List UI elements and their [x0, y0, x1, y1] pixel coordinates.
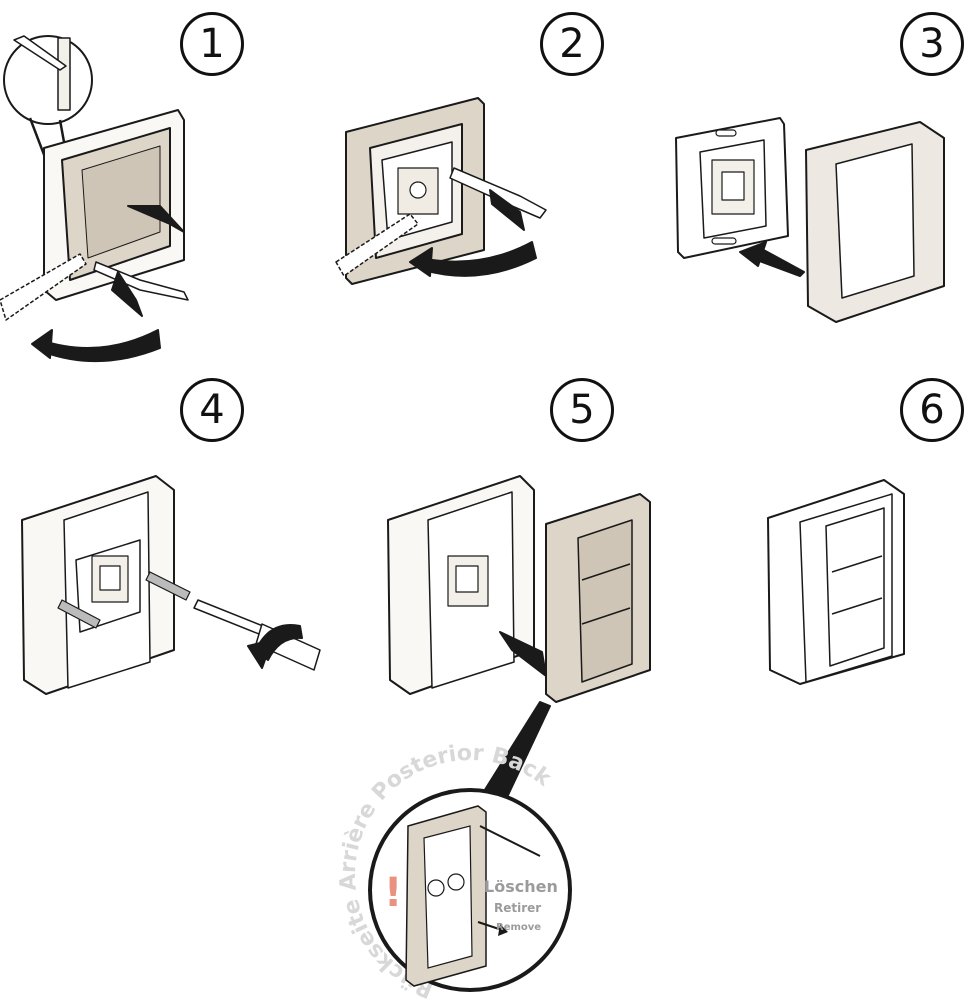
step-5-badge: 5 [550, 378, 614, 442]
screwdriver-icon [335, 213, 419, 277]
step-4-illustration [21, 475, 321, 695]
screwdriver-tip-icon [13, 35, 67, 71]
step-6-badge: 6 [900, 378, 964, 442]
screw-icon [145, 571, 191, 601]
push-arrow-icon [127, 205, 185, 233]
step-3-number: 3 [919, 21, 945, 67]
label-remove: Remove [496, 922, 541, 933]
step-5-illustration [387, 475, 651, 821]
step-2-badge: 2 [540, 12, 604, 76]
warning-icon: ! [384, 870, 402, 916]
step-1-badge: 1 [180, 12, 244, 76]
step-6-number: 6 [919, 387, 945, 433]
step-3-badge: 3 [900, 12, 964, 76]
push-arrow-icon [499, 631, 547, 677]
step-1-zoom-circle [3, 35, 93, 125]
step-6-illustration [767, 479, 905, 685]
step-1-number: 1 [199, 21, 225, 67]
label-retirer: Retirer [494, 901, 541, 915]
label-loschen: Löschen [484, 877, 558, 896]
step-4-number: 4 [199, 387, 225, 433]
step-4-badge: 4 [180, 378, 244, 442]
step-2-illustration [335, 97, 547, 285]
screw-icon [57, 599, 101, 629]
step-2-number: 2 [559, 21, 585, 67]
rotate-arrow-icon [39, 329, 161, 363]
push-arrow-icon [489, 189, 525, 231]
rotate-arrow-icon [419, 241, 537, 277]
back-detail: Rückseite Arrière Posterior Back ! Lösch… [336, 741, 572, 1000]
screwdriver-icon [0, 253, 87, 321]
remove-arrow-icon [477, 921, 503, 931]
step-3-illustration [675, 117, 945, 323]
step-5-number: 5 [569, 387, 595, 433]
step-1-illustration [0, 35, 189, 363]
